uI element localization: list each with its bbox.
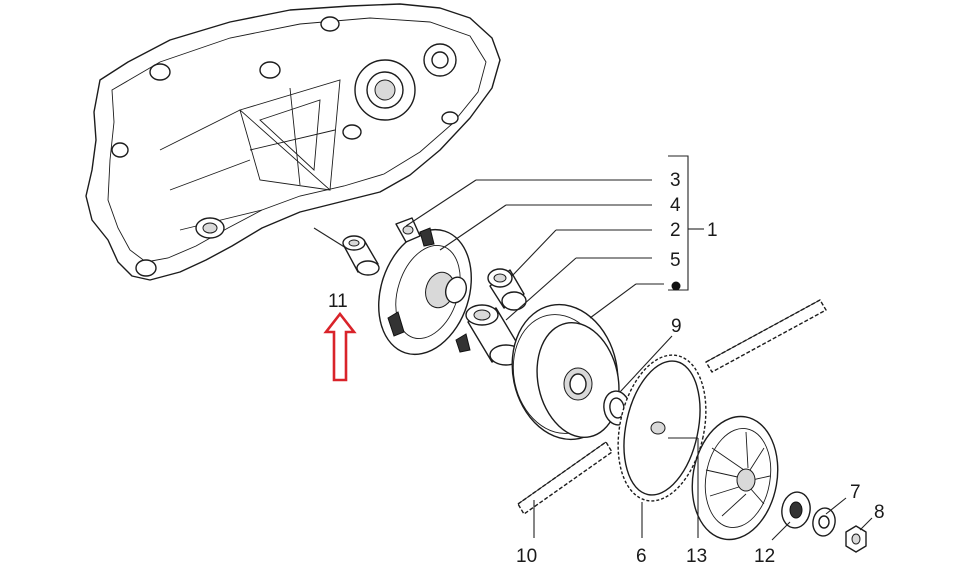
part-2-sleeve: [487, 268, 527, 311]
part-10-drive-belt-upper: [705, 299, 827, 373]
callout-6: 6: [636, 546, 647, 567]
part-10-drive-belt-lower: [517, 441, 613, 515]
part-8-nut: [845, 525, 867, 553]
callout-1: 1: [707, 220, 718, 241]
callout-11: 11: [328, 291, 348, 312]
callout-7: 7: [850, 482, 861, 503]
part-7-washer: [812, 507, 836, 537]
part-13-fan-pulley: [691, 415, 779, 541]
part-6-ring-gear: [617, 354, 707, 502]
bullet-dot-icon: [671, 281, 681, 291]
callout-9: 9: [671, 316, 682, 337]
callout-3: 3: [670, 170, 681, 191]
part-12-flange-nut: [781, 491, 811, 529]
up-arrow-icon: [323, 311, 357, 382]
callout-5: 5: [670, 250, 681, 271]
leader-lines: [313, 155, 873, 541]
callout-8: 8: [874, 502, 885, 523]
callout-labels: 3 4 2 1 5 9 11 10 6 13 12 7 8: [328, 170, 885, 567]
callout-4: 4: [670, 195, 681, 216]
crankcase-housing: [85, 3, 501, 281]
part-3-slider: [395, 217, 421, 243]
callout-12: 12: [754, 546, 775, 567]
callout-2: 2: [670, 220, 681, 241]
part-4-ramp-plate: [378, 227, 472, 356]
part-11-bushing: [342, 235, 380, 276]
variator-pulley: [511, 303, 620, 441]
callout-13: 13: [686, 546, 707, 567]
callout-10: 10: [516, 546, 537, 567]
